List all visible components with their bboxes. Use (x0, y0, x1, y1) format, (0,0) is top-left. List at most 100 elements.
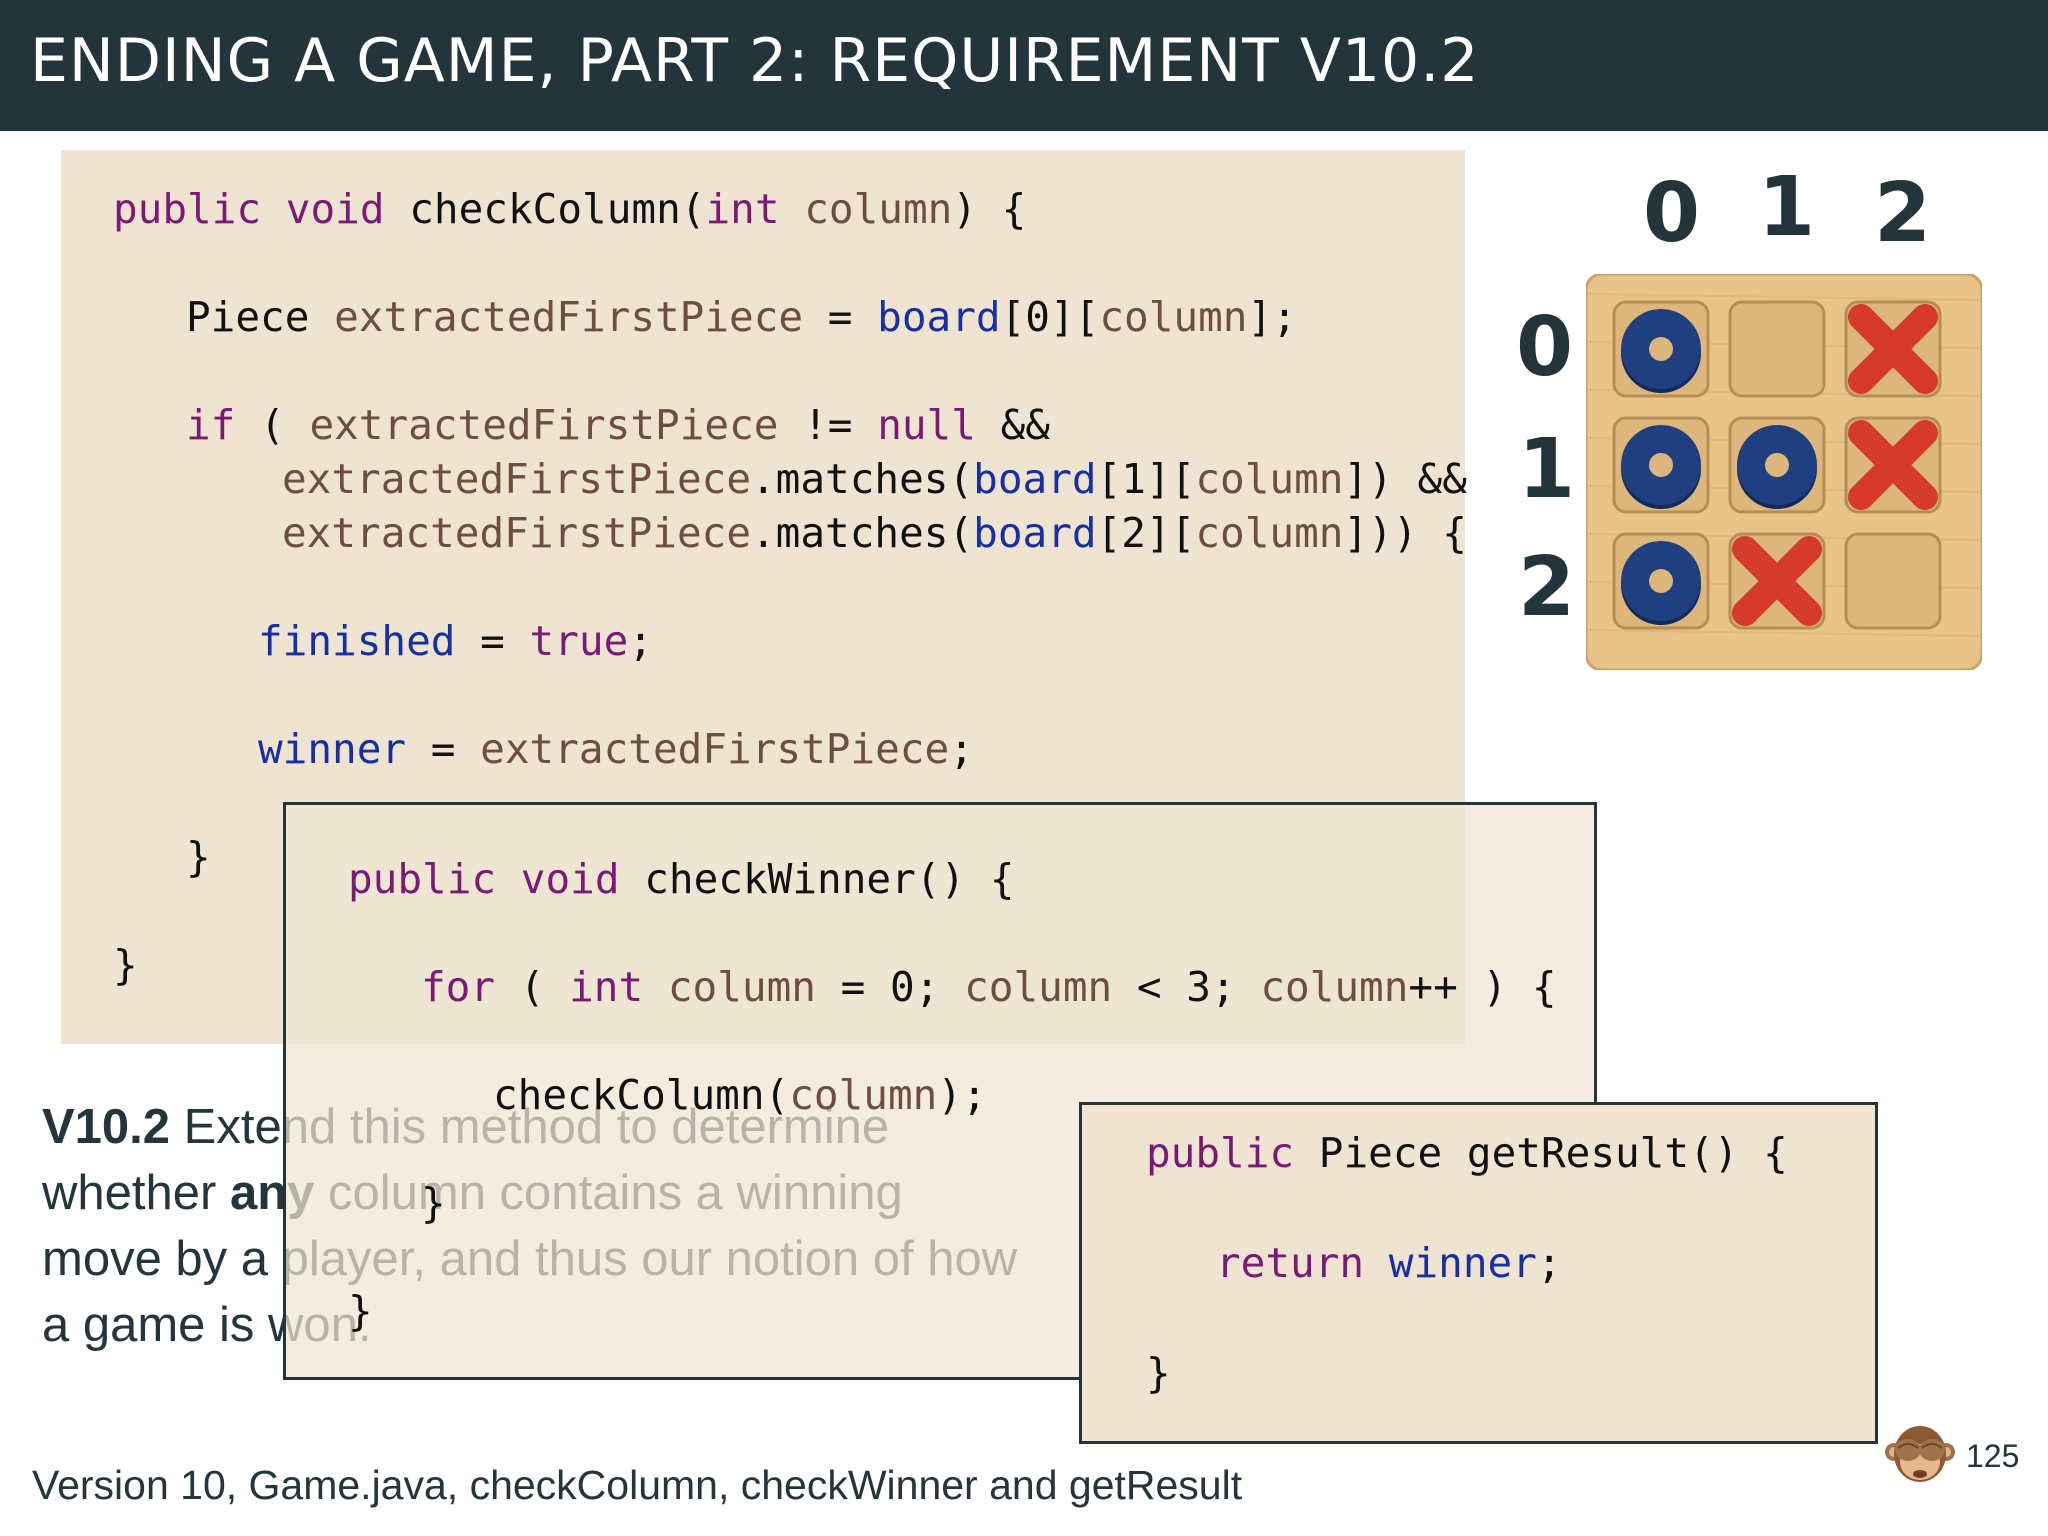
code-token: .matches( (751, 455, 974, 503)
code-token: finished (258, 617, 456, 665)
code-line: Piece extractedFirstPiece = board[0][col… (186, 293, 1297, 341)
row-label: 0 (1516, 300, 1574, 395)
code-token: [0][ (1000, 293, 1100, 341)
slide-title: ENDING A GAME, PART 2: REQUIREMENT V10.2 (30, 26, 1480, 96)
wood-grain (1586, 293, 1982, 301)
code-token: ])) { (1343, 509, 1467, 557)
x-piece (1848, 420, 1938, 510)
code-line: finished = true; (258, 617, 653, 665)
row-label: 1 (1518, 422, 1576, 517)
code-token: < 3; (1112, 963, 1261, 1011)
title-bar: ENDING A GAME, PART 2: REQUIREMENT V10.2 (0, 0, 2048, 131)
code-line: public void checkWinner() { (348, 855, 1015, 903)
code-token: for (421, 963, 496, 1011)
code-token: extractedFirstPiece (282, 509, 751, 557)
code-token: null (877, 401, 976, 449)
column-label: 1 (1758, 160, 1816, 255)
code-token: column (1260, 963, 1409, 1011)
code-token: void (285, 185, 385, 233)
get-result-code-block: public Piece getResult() { return winner… (1079, 1102, 1878, 1444)
code-token: int (569, 963, 644, 1011)
code-line: } (348, 1287, 373, 1335)
code-token: public (1146, 1129, 1295, 1177)
code-token: column (804, 185, 953, 233)
code-token: ; (628, 617, 653, 665)
code-line: for ( int column = 0; column < 3; column… (421, 963, 1557, 1011)
code-line: extractedFirstPiece.matches(board[2][col… (282, 509, 1467, 557)
code-token: board (973, 455, 1097, 503)
code-line: } (113, 941, 138, 989)
code-token: getResult() { (1466, 1129, 1788, 1177)
code-line: } (421, 1179, 446, 1227)
code-line: public Piece getResult() { (1146, 1129, 1788, 1177)
code-token: extractedFirstPiece (334, 293, 804, 341)
code-token: [2][ (1096, 509, 1196, 557)
code-token: extractedFirstPiece (480, 725, 950, 773)
x-piece (1732, 536, 1822, 626)
code-line: checkColumn(column); (493, 1071, 987, 1119)
code-token: ; (1536, 1239, 1562, 1287)
page-number: 125 (1966, 1438, 2020, 1474)
code-token: ]; (1247, 293, 1297, 341)
wood-grain (1586, 629, 1982, 637)
code-token: winner (258, 725, 407, 773)
board-cell (1844, 532, 1942, 630)
o-piece-hole (1649, 337, 1673, 361)
o-piece-hole (1765, 453, 1789, 477)
requirement-label: V10.2 (42, 1100, 171, 1154)
tic-tac-toe-board: 0 1 2 0 1 2 (1500, 160, 2020, 680)
code-token: column (1099, 293, 1248, 341)
code-token: column (1195, 509, 1344, 557)
board-cell (1728, 300, 1826, 398)
code-token: column (964, 963, 1113, 1011)
code-line: public void checkColumn(int column) { (113, 185, 1026, 233)
code-token: int (705, 185, 780, 233)
code-line: } (1146, 1349, 1171, 1397)
code-token: column (789, 1071, 938, 1119)
code-token: board (877, 293, 1001, 341)
o-piece-hole (1649, 569, 1673, 593)
code-token: != (778, 401, 878, 449)
code-token: public (113, 185, 262, 233)
code-line: } (186, 833, 211, 881)
code-token: winner (1388, 1239, 1537, 1287)
o-piece-hole (1649, 453, 1673, 477)
code-token: = (803, 293, 878, 341)
code-token: board (973, 509, 1097, 557)
code-line: extractedFirstPiece.matches(board[1][col… (282, 455, 1467, 503)
code-token: ; (949, 725, 974, 773)
code-token: ++ ) { (1408, 963, 1557, 1011)
x-piece (1848, 304, 1938, 394)
code-token: extractedFirstPiece (309, 401, 779, 449)
code-token: checkColumn( (493, 1071, 790, 1119)
code-token: ( (235, 401, 310, 449)
code-token: ); (937, 1071, 987, 1119)
code-token: return (1216, 1239, 1365, 1287)
code-token: = (406, 725, 481, 773)
slide-caption: Version 10, Game.java, checkColumn, chec… (32, 1462, 1243, 1508)
code-token: .matches( (751, 509, 974, 557)
see-no-evil-monkey-icon (1885, 1426, 1955, 1482)
code-line: return winner; (1216, 1239, 1562, 1287)
code-token: [1][ (1096, 455, 1196, 503)
code-token: ) { (952, 185, 1027, 233)
code-token: extractedFirstPiece (282, 455, 751, 503)
board-image (1586, 274, 1982, 670)
code-line: winner = extractedFirstPiece; (258, 725, 974, 773)
column-label: 2 (1874, 166, 1932, 261)
code-token: Piece (1294, 1129, 1467, 1177)
code-token: true (529, 617, 629, 665)
code-token: void (520, 855, 620, 903)
row-label: 2 (1518, 540, 1576, 635)
code-token: Piece (186, 293, 310, 341)
column-label: 0 (1643, 166, 1701, 261)
code-token: column (1195, 455, 1344, 503)
code-token: = 0; (815, 963, 965, 1011)
code-line: if ( extractedFirstPiece != null && (186, 401, 1050, 449)
code-token: && (975, 401, 1050, 449)
code-token: public (348, 855, 497, 903)
code-token: column (667, 963, 816, 1011)
code-token: ( (495, 963, 570, 1011)
code-token: if (186, 401, 236, 449)
code-token: checkColumn( (409, 185, 706, 233)
